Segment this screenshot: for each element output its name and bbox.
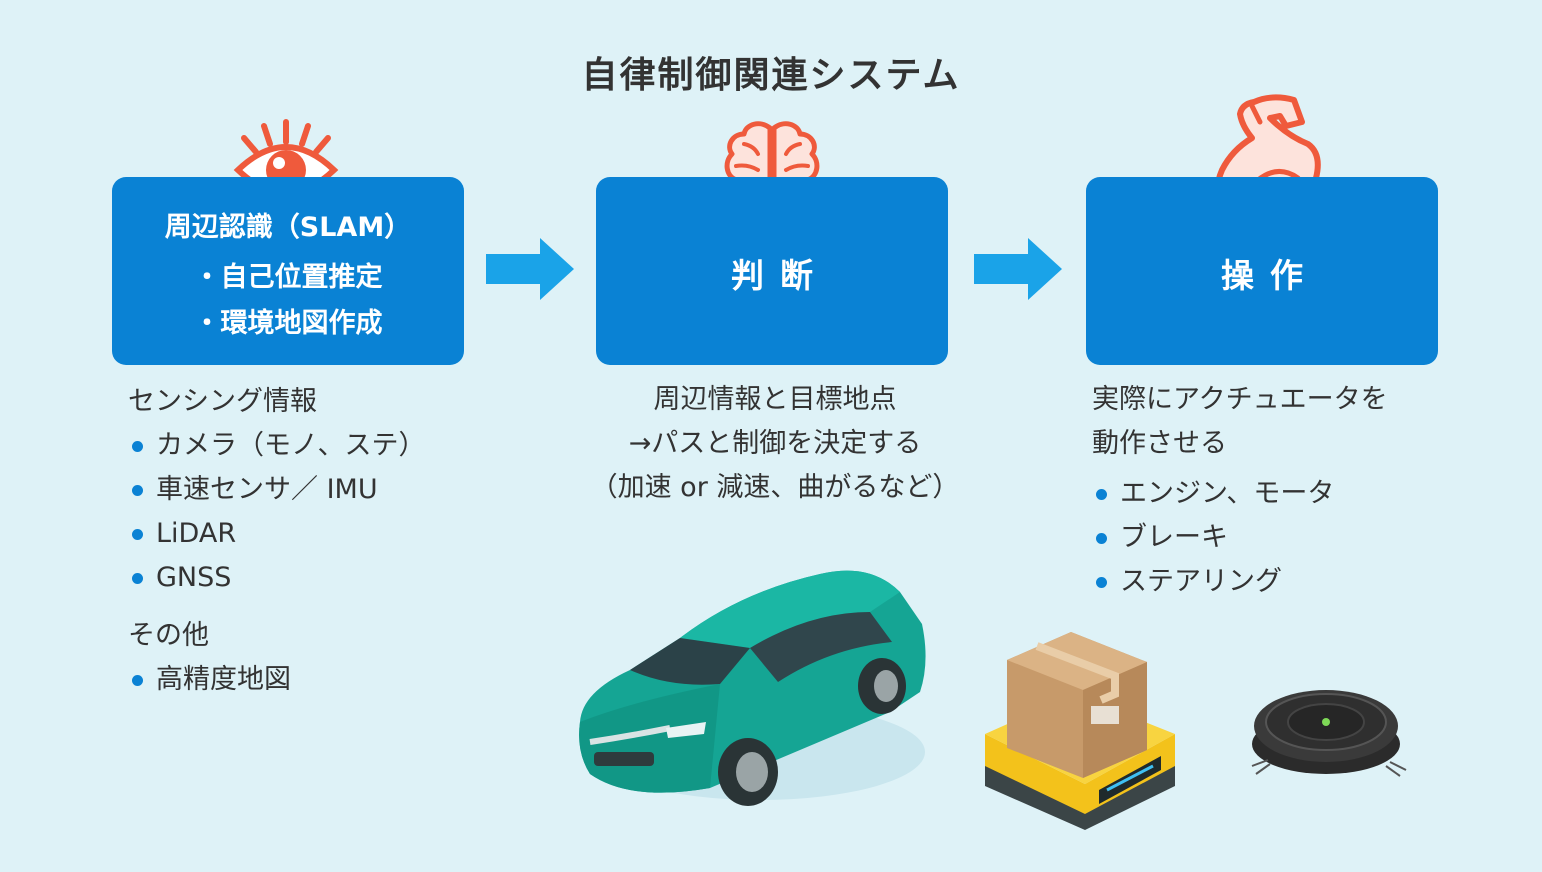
other-list: 高精度地図: [128, 658, 425, 702]
operation-box: 操作: [1086, 177, 1438, 365]
list-item: ステアリング: [1092, 560, 1388, 604]
flow-arrow-icon: [974, 238, 1062, 300]
list-item: エンジン、モータ: [1092, 472, 1388, 516]
sensing-heading: センシング情報: [128, 386, 317, 417]
perception-description: センシング情報 カメラ（モノ、ステ） 車速センサ／ IMU LiDAR GNSS…: [128, 380, 425, 702]
car-illustration: [579, 570, 926, 806]
operation-desc-line: 実際にアクチュエータを: [1092, 384, 1388, 415]
robot-vacuum-illustration: [1251, 690, 1407, 777]
perception-box-item-mapping: ・環境地図作成: [193, 308, 383, 339]
operation-description: 実際にアクチュエータを 動作させる エンジン、モータ ブレーキ ステアリング: [1092, 378, 1388, 604]
list-item: LiDAR: [128, 512, 425, 556]
judgment-desc-line: →パスと制御を決定する: [628, 428, 922, 459]
list-item: カメラ（モノ、ステ）: [128, 424, 425, 468]
list-item: 車速センサ／ IMU: [128, 468, 425, 512]
judgment-desc-line: 周辺情報と目標地点: [653, 384, 897, 415]
diagram-title: 自律制御関連システム: [581, 55, 961, 96]
judgment-box: 判断: [596, 177, 948, 365]
operation-desc-line: 動作させる: [1092, 428, 1227, 459]
sensing-list: カメラ（モノ、ステ） 車速センサ／ IMU LiDAR GNSS: [128, 424, 425, 600]
delivery-robot-illustration: [985, 632, 1175, 830]
perception-box: 周辺認識（SLAM） ・自己位置推定 ・環境地図作成: [112, 177, 464, 365]
judgment-box-label: 判断: [731, 256, 829, 295]
judgment-desc-line: （加速 or 減速、曲がるなど）: [590, 472, 960, 503]
list-item: GNSS: [128, 556, 425, 600]
flow-arrow-icon: [486, 238, 574, 300]
list-item: 高精度地図: [128, 658, 425, 702]
perception-box-heading: 周辺認識（SLAM）: [164, 212, 412, 243]
perception-box-item-localization: ・自己位置推定: [193, 262, 383, 293]
actuator-list: エンジン、モータ ブレーキ ステアリング: [1092, 472, 1388, 604]
list-item: ブレーキ: [1092, 516, 1388, 560]
operation-box-label: 操作: [1221, 256, 1319, 295]
other-heading: その他: [128, 620, 209, 651]
judgment-description: 周辺情報と目標地点 →パスと制御を決定する （加速 or 減速、曲がるなど）: [590, 378, 960, 510]
